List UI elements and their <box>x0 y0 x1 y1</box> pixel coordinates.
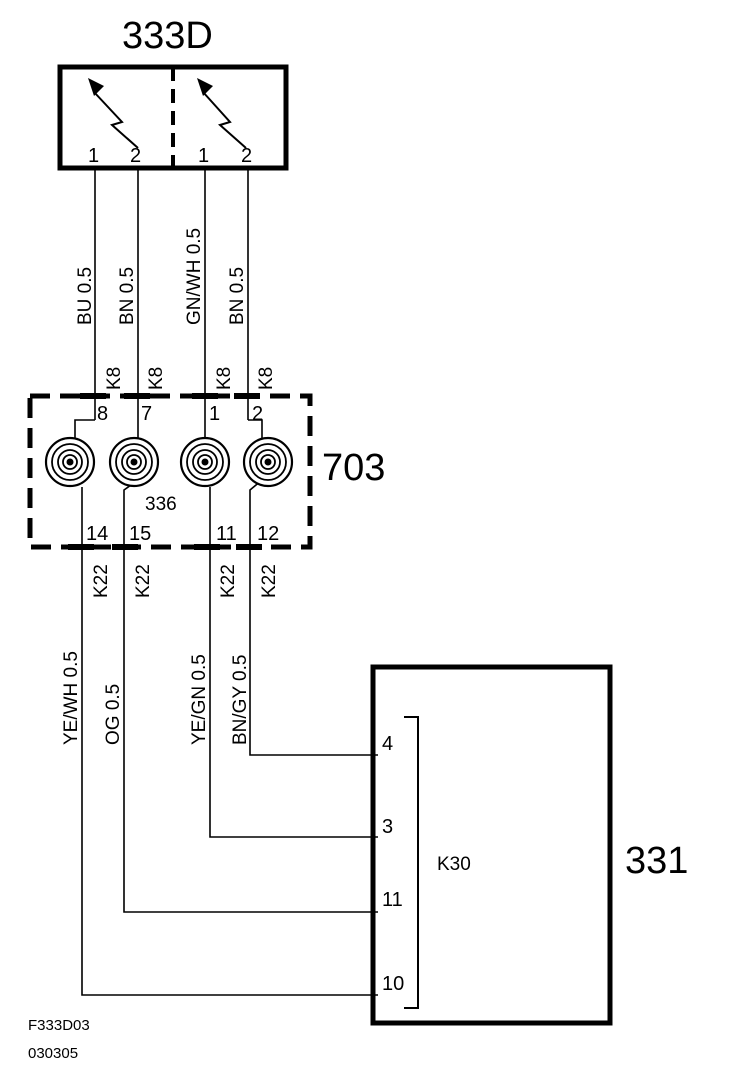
wire-og <box>123 547 378 913</box>
c333d-pin: 2 <box>130 145 141 167</box>
connector-k8-label: K8 <box>104 367 125 390</box>
wire-label: GN/WH 0.5 <box>184 228 205 325</box>
diagram-date: 030305 <box>28 1045 78 1062</box>
wire-label: BU 0.5 <box>75 267 96 325</box>
connector-k8-label: K8 <box>146 367 167 390</box>
wire-label: OG 0.5 <box>103 684 124 745</box>
coil-icon <box>108 436 160 488</box>
diagram-code: F333D03 <box>28 1017 90 1034</box>
connector-k8-label: K8 <box>214 367 235 390</box>
pin-group-bracket <box>404 716 419 1009</box>
c331-pin: 11 <box>382 889 403 911</box>
c703-pin: 8 <box>97 403 108 425</box>
connector-k22-label: K22 <box>259 564 280 598</box>
sensor-arrow-left <box>88 78 104 96</box>
wire-label: BN 0.5 <box>227 267 248 325</box>
connector-k8-label: K8 <box>256 367 277 390</box>
coil-icon <box>179 436 231 488</box>
wire-ye-gn <box>209 547 378 838</box>
c703-pin: 14 <box>86 523 108 545</box>
component-703-label: 703 <box>322 447 385 489</box>
sensor-symbol-left <box>93 91 139 149</box>
c333d-pin: 1 <box>88 145 99 167</box>
c703-inner-label: 336 <box>145 494 177 515</box>
coil-icon <box>242 436 294 488</box>
coil-group <box>44 436 294 488</box>
connector-k22-label: K22 <box>91 564 112 598</box>
c333d-pin: 1 <box>198 145 209 167</box>
coil-icon <box>44 436 96 488</box>
connector-k22-label: K22 <box>133 564 154 598</box>
c703-pin: 1 <box>209 403 220 425</box>
c703-pin: 7 <box>141 403 152 425</box>
pin-group-label: K30 <box>437 854 471 875</box>
c331-pin: 10 <box>382 973 404 995</box>
component-703-box <box>27 393 313 550</box>
wire-label: BN/GY 0.5 <box>230 655 251 745</box>
c331-pin: 3 <box>382 816 393 838</box>
connector-k22-label: K22 <box>218 564 239 598</box>
c703-pin: 11 <box>216 523 237 545</box>
wire-ye-wh <box>81 547 378 996</box>
sensor-symbol-right <box>202 91 247 149</box>
c703-pin: 2 <box>252 403 263 425</box>
component-331-box <box>370 664 613 1026</box>
c331-pin: 4 <box>382 733 393 755</box>
wire-label: BN 0.5 <box>117 267 138 325</box>
sensor-arrow-right <box>197 78 213 96</box>
c703-pin: 12 <box>257 523 279 545</box>
wire-label: YE/GN 0.5 <box>189 654 210 745</box>
wire-label: YE/WH 0.5 <box>61 651 82 745</box>
c333d-pin: 2 <box>241 145 252 167</box>
component-333d-label: 333D <box>122 15 213 57</box>
component-331-label: 331 <box>625 840 688 882</box>
c703-pin: 15 <box>129 523 151 545</box>
wire-bn-gy <box>249 547 378 756</box>
